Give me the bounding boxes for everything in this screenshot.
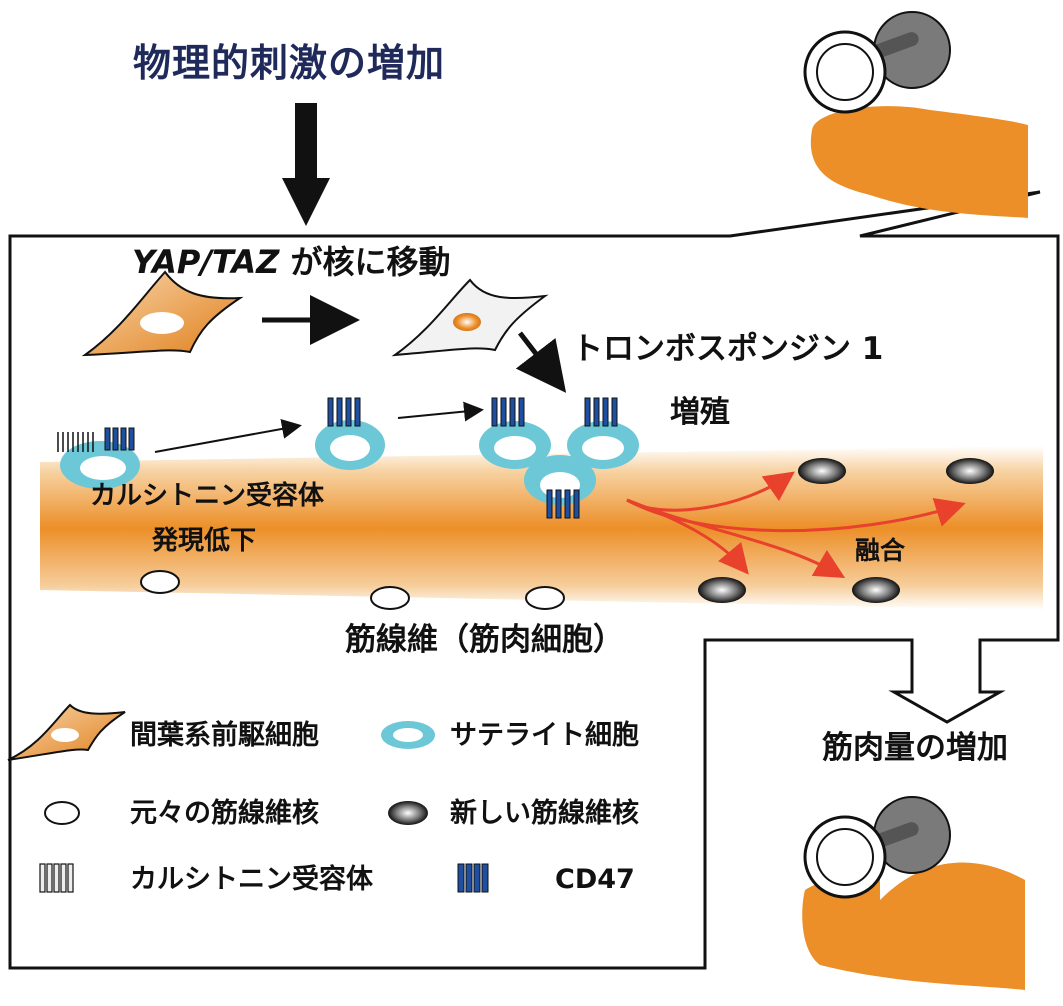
migration-arrow-2 bbox=[397, 401, 484, 422]
arm-dumbbell-illustration-top bbox=[803, 11, 1028, 218]
original-myonucleus bbox=[140, 570, 180, 594]
satellite-cell-3 bbox=[479, 421, 551, 469]
fusion-label: 融合 bbox=[855, 536, 906, 565]
cd47-icon bbox=[457, 863, 489, 893]
calcitonin-receptor-down-label: カルシトニン受容体 bbox=[90, 481, 325, 511]
legend-label-cd47: CD47 bbox=[555, 864, 635, 895]
new-myonucleus bbox=[698, 577, 746, 603]
new-myonucleus-icon bbox=[388, 801, 428, 825]
mesenchymal-progenitor-cell-orange bbox=[81, 270, 244, 357]
thrombospondin-label: トロンボスポンジン 1 bbox=[572, 331, 884, 367]
stimulus-down-arrow bbox=[282, 103, 330, 226]
arm-dumbbell-illustration-bottom bbox=[802, 796, 1025, 990]
yap-taz-prefix: YAP/TAZ bbox=[132, 243, 280, 281]
calcitonin-receptor-icon bbox=[39, 863, 74, 893]
calcitonin-receptor-on-cell-1 bbox=[57, 432, 94, 452]
muscle-fiber-label: 筋線維（筋肉細胞） bbox=[345, 622, 624, 658]
legend-label-original-nucleus: 元々の筋線維核 bbox=[130, 798, 319, 829]
migration-arrow-1 bbox=[154, 419, 302, 453]
new-myonucleus bbox=[946, 458, 994, 484]
page-title: 物理的刺激の増加 bbox=[133, 41, 446, 85]
legend-label-new-nucleus: 新しい筋線維核 bbox=[450, 798, 639, 829]
satellite-cell-icon bbox=[381, 721, 435, 749]
satellite-cell-2 bbox=[315, 420, 385, 470]
proliferation-label: 増殖 bbox=[670, 395, 730, 430]
legend-label-calcitonin-receptor: カルシトニン受容体 bbox=[130, 864, 373, 895]
satellite-cell-4 bbox=[567, 421, 639, 469]
legend-label-mesenchymal: 間葉系前駆細胞 bbox=[130, 720, 319, 751]
yap-taz-suffix: が核に移動 bbox=[279, 243, 451, 281]
cd47-receptor-icons bbox=[104, 397, 618, 519]
new-myonucleus bbox=[798, 458, 846, 484]
mesenchymal-progenitor-cell-activated bbox=[391, 278, 549, 357]
mesenchymal-progenitor-cell-icon bbox=[7, 703, 126, 761]
muscle-mass-increase-label: 筋肉量の増加 bbox=[822, 730, 1008, 766]
original-myonucleus-icon bbox=[44, 801, 80, 825]
original-myonucleus bbox=[525, 586, 565, 610]
new-myonucleus bbox=[852, 577, 900, 603]
panel-outline bbox=[8, 190, 1060, 970]
fusion-arrows bbox=[626, 471, 966, 579]
legend-label-satellite: サテライト細胞 bbox=[450, 720, 639, 751]
satellite-cell-1 bbox=[60, 441, 140, 489]
yap-taz-label: YAP/TAZ が核に移動 bbox=[132, 246, 450, 278]
expression-decrease-label: 発現低下 bbox=[152, 526, 257, 556]
original-myonucleus bbox=[370, 586, 410, 610]
arrow-thrombospondin bbox=[515, 331, 567, 393]
